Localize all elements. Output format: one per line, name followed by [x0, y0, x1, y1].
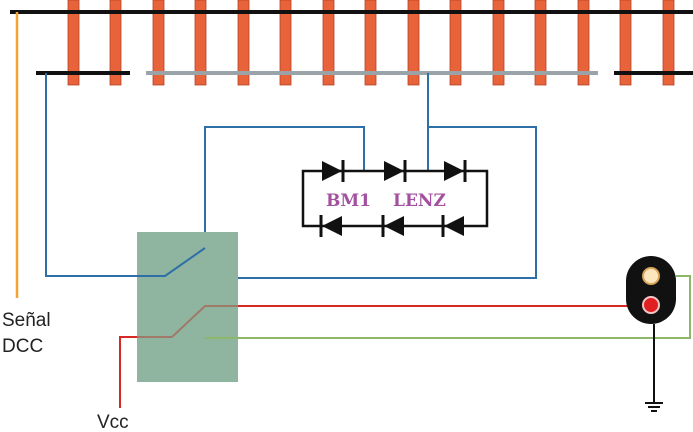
sleeper-7: [322, 0, 335, 86]
sleeper-15: [662, 0, 675, 86]
signal-lamp-bottom: [642, 296, 660, 314]
diode-bottom-1: [322, 216, 342, 236]
green-wire: [205, 275, 691, 339]
railway-signal-icon: [626, 256, 676, 324]
diode-top-2: [384, 161, 404, 181]
sleeper-2: [109, 0, 122, 86]
wire-relay-common-inside: [137, 247, 206, 277]
diode-top-1: [322, 161, 342, 181]
wire-vcc: [119, 336, 137, 408]
sleeper-6: [279, 0, 292, 86]
vcc-label: Vcc: [97, 412, 129, 432]
wire-insulated-to-lenz: [238, 73, 537, 279]
diode-bridge: [301, 169, 489, 228]
blue-wires: [45, 73, 537, 279]
signal-label-line1: Señal: [2, 310, 51, 331]
sleeper-8: [364, 0, 377, 86]
signal-body: [626, 256, 676, 324]
sleeper-1: [67, 0, 80, 86]
sleeper-10: [449, 0, 462, 86]
sleepers: [67, 0, 675, 86]
diode-bridge-frame: [301, 169, 489, 228]
diode-top-3: [444, 161, 464, 181]
relay-contact-lever: [171, 305, 238, 338]
sleeper-9: [407, 0, 420, 86]
ground-icon: [645, 402, 663, 412]
wire-green-to-signal: [238, 275, 691, 339]
detector-label-lenz: LENZ: [393, 191, 446, 211]
diode-icon: [319, 160, 467, 237]
sleeper-11: [492, 0, 505, 86]
signal-label-line2: DCC: [2, 336, 43, 357]
signal-lamp-top: [642, 267, 660, 285]
sleeper-3: [152, 0, 165, 86]
sleeper-14: [619, 0, 632, 86]
sleeper-4: [194, 0, 207, 86]
diode-bottom-3: [444, 216, 464, 236]
red-wires: [119, 305, 632, 408]
sleeper-5: [237, 0, 250, 86]
sleeper-13: [577, 0, 590, 86]
wire-left-rail-to-relay: [45, 73, 165, 277]
detector-label-bm1: BM1: [326, 191, 371, 211]
sleeper-12: [534, 0, 547, 86]
diode-bottom-2: [384, 216, 404, 236]
